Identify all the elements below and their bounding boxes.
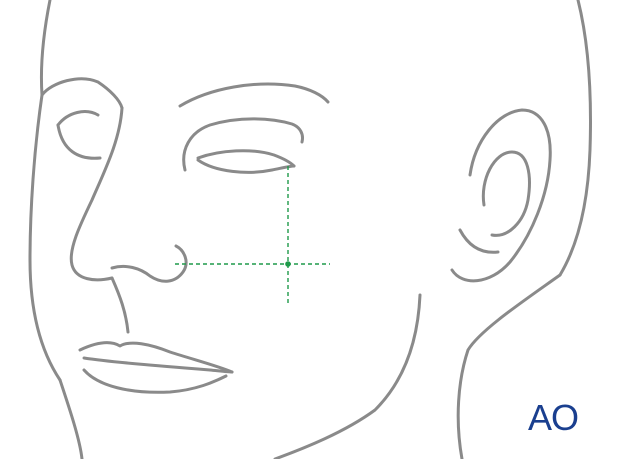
left-eyebrow xyxy=(40,77,124,110)
nasolabial-fold xyxy=(110,276,130,334)
ear-inner-fold xyxy=(481,150,531,237)
right-eye-socket xyxy=(182,117,304,172)
guide-intersection-point xyxy=(285,261,291,267)
skull-right-contour xyxy=(558,0,592,277)
upper-lip xyxy=(78,341,234,374)
head-top-contour xyxy=(39,0,52,97)
face-outline xyxy=(39,0,592,459)
mouth-region xyxy=(58,341,234,459)
ear-region xyxy=(450,108,552,283)
left-upper-eyelid xyxy=(56,110,100,127)
nose-region xyxy=(28,93,188,382)
ao-logo: AO xyxy=(528,397,579,438)
right-eyebrow xyxy=(178,82,330,108)
ear-lobe-fold xyxy=(458,228,500,254)
ear-outer-helix xyxy=(450,108,552,283)
left-cheek-line xyxy=(28,93,62,382)
chin-line xyxy=(58,378,84,459)
right-upper-eyelid xyxy=(196,149,296,168)
neck-contour xyxy=(456,273,562,459)
left-eye-region xyxy=(40,77,124,160)
right-eye-region xyxy=(178,82,330,174)
ao-logo-text: AO xyxy=(528,397,578,438)
nostril xyxy=(110,244,188,283)
nose-bridge xyxy=(69,106,124,282)
right-lower-eyelid xyxy=(196,158,296,174)
jawline-contour xyxy=(273,293,422,459)
left-lower-eyelid xyxy=(56,123,102,160)
lower-lip xyxy=(82,368,228,394)
landmark-guides xyxy=(175,166,330,305)
lip-line xyxy=(82,356,234,374)
